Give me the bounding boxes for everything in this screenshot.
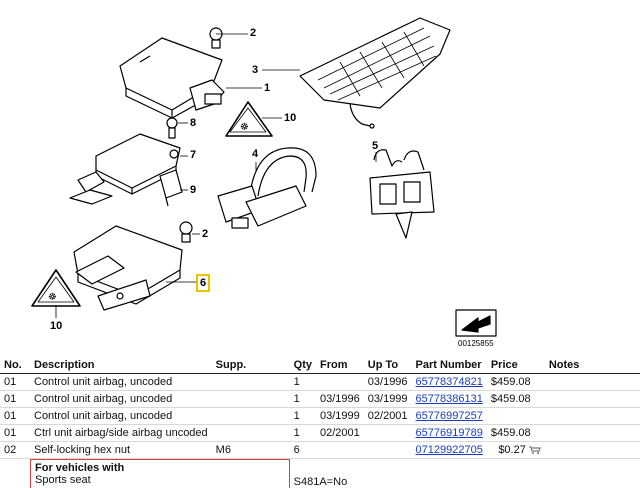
part-number-link[interactable]: 65778374821	[416, 376, 483, 388]
col-no: No.	[0, 357, 30, 374]
col-price: Price	[487, 357, 545, 374]
part-nut-top	[210, 28, 222, 48]
cell-notes	[545, 442, 640, 459]
table-header-row: No. Description Supp. Qty From Up To Par…	[0, 357, 640, 374]
cell-from	[316, 442, 364, 459]
cell-description: Ctrl unit airbag/side airbag uncoded	[30, 425, 212, 442]
cell-from: 02/2001	[316, 425, 364, 442]
cell-from	[316, 374, 364, 391]
cell-description: Control unit airbag, uncoded	[30, 408, 212, 425]
col-from: From	[316, 357, 364, 374]
cell-notes	[545, 374, 640, 391]
cell-supp	[212, 374, 290, 391]
cell-up-to	[364, 442, 412, 459]
cell-up-to: 03/1999	[364, 391, 412, 408]
cell-price: $459.08	[487, 374, 545, 391]
cell-supp	[212, 408, 290, 425]
col-description: Description	[30, 357, 212, 374]
callout-3[interactable]: 3	[252, 64, 258, 76]
note-box: For vehicles with Sports seat	[30, 459, 290, 488]
parts-diagram: ☸	[0, 0, 640, 356]
col-qty: Qty	[290, 357, 316, 374]
col-notes: Notes	[545, 357, 640, 374]
callout-2[interactable]: 2	[250, 27, 256, 39]
cell-from: 03/1996	[316, 391, 364, 408]
part-seat-mat-drawing	[300, 18, 450, 128]
cell-price	[487, 408, 545, 425]
callout-10-top[interactable]: 10	[284, 112, 296, 124]
table-row: 01 Ctrl unit airbag/side airbag uncoded …	[0, 425, 640, 442]
price-value: $0.27	[498, 444, 526, 456]
parts-diagram-drawing: ☸	[0, 0, 640, 356]
table-row: 01 Control unit airbag, uncoded 1 03/199…	[0, 408, 640, 425]
cell-notes	[545, 391, 640, 408]
note-title: For vehicles with	[35, 462, 285, 474]
table-row: 02 Self-locking hex nut M6 6 07129922705…	[0, 442, 640, 459]
cell-description: Control unit airbag, uncoded	[30, 374, 212, 391]
col-up-to: Up To	[364, 357, 412, 374]
callout-1[interactable]: 1	[264, 82, 270, 94]
callout-4[interactable]: 4	[252, 148, 258, 160]
col-part-number: Part Number	[412, 357, 487, 374]
svg-text:☸: ☸	[240, 122, 249, 133]
cell-no: 01	[0, 408, 30, 425]
part-number-link[interactable]: 65778386131	[416, 393, 483, 405]
arrow-icon	[456, 310, 496, 336]
cell-no: 01	[0, 374, 30, 391]
svg-text:☸: ☸	[48, 292, 57, 303]
table-row: 01 Control unit airbag, uncoded 1 03/199…	[0, 391, 640, 408]
table-row: 01 Control unit airbag, uncoded 1 03/199…	[0, 374, 640, 391]
cart-icon[interactable]	[529, 446, 541, 454]
cell-price: $459.08	[487, 425, 545, 442]
cell-up-to: 03/1996	[364, 374, 412, 391]
part-bracket-drawing	[74, 226, 182, 310]
cell-price: $459.08	[487, 391, 545, 408]
cell-price: $0.27	[487, 442, 545, 459]
cell-description: Self-locking hex nut	[30, 442, 212, 459]
note-value: S481A=No	[294, 476, 348, 488]
part-number-link[interactable]: 07129922705	[416, 444, 483, 456]
callout-9[interactable]: 9	[190, 184, 196, 196]
cell-qty: 1	[290, 374, 316, 391]
cell-supp	[212, 425, 290, 442]
part-nut-middle	[180, 222, 192, 242]
parts-table: No. Description Supp. Qty From Up To Par…	[0, 357, 640, 488]
callout-2-middle[interactable]: 2	[202, 228, 208, 240]
cell-no: 01	[0, 425, 30, 442]
cell-qty: 1	[290, 391, 316, 408]
part-double-clip-drawing	[370, 150, 434, 238]
cell-supp	[212, 391, 290, 408]
cell-up-to	[364, 425, 412, 442]
part-screw	[167, 118, 177, 138]
part-control-unit-drawing	[120, 38, 224, 118]
part-wire-harness-drawing	[218, 148, 316, 228]
callout-8[interactable]: 8	[190, 117, 196, 129]
image-code: 00125855	[458, 339, 494, 348]
cell-qty: 6	[290, 442, 316, 459]
note-item: Sports seat	[35, 474, 91, 486]
cell-description: Control unit airbag, uncoded	[30, 391, 212, 408]
warning-triangle-top: ☸	[226, 102, 272, 136]
cell-notes	[545, 408, 640, 425]
cell-from: 03/1999	[316, 408, 364, 425]
part-number-link[interactable]: 65776997257	[416, 410, 483, 422]
part-number-link[interactable]: 65776919789	[416, 427, 483, 439]
cell-up-to: 02/2001	[364, 408, 412, 425]
cell-qty: 1	[290, 425, 316, 442]
warning-triangle-bottom: ☸	[32, 270, 80, 306]
callout-5[interactable]: 5	[372, 140, 378, 152]
col-supp: Supp.	[212, 357, 290, 374]
callout-6-selected[interactable]: 6	[196, 274, 210, 292]
cell-no: 02	[0, 442, 30, 459]
cell-supp: M6	[212, 442, 290, 459]
part-sensor-drawing	[70, 134, 180, 204]
cell-notes	[545, 425, 640, 442]
callout-7[interactable]: 7	[190, 149, 196, 161]
note-row: For vehicles with Sports seat S481A=No	[0, 459, 640, 488]
cell-no: 01	[0, 391, 30, 408]
callout-10-bottom[interactable]: 10	[50, 320, 62, 332]
cell-qty: 1	[290, 408, 316, 425]
